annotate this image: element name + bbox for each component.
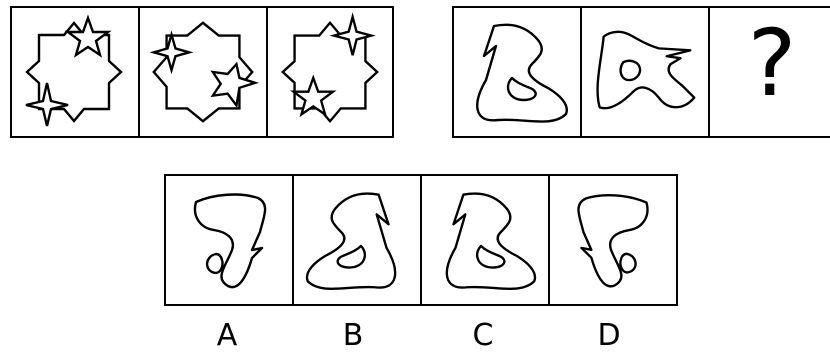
option-a-label: A (207, 318, 247, 354)
option-b-figure (294, 176, 420, 304)
option-a-figure (166, 176, 292, 304)
sequence-right-cell-1 (454, 8, 580, 136)
wavy-closed-shape (195, 195, 265, 288)
sequence-left-cell-1 (12, 8, 138, 136)
wavy-closed-shape (598, 32, 695, 108)
five-point-star (213, 64, 255, 105)
wavy-closed-shape (578, 195, 647, 286)
sequence-left-panel (10, 6, 394, 138)
sequence-left-cell-2 (138, 8, 266, 136)
question-mark: ? (710, 18, 830, 110)
wavy-closed-shape (477, 25, 567, 122)
option-d-label: D (589, 318, 629, 354)
sequence-right-cell-2 (580, 8, 708, 136)
option-b-label: B (333, 318, 373, 354)
option-a-cell[interactable] (166, 176, 292, 304)
option-b-cell[interactable] (292, 176, 420, 304)
option-d-figure (550, 176, 676, 304)
option-d-cell[interactable] (548, 176, 676, 304)
option-c-cell[interactable] (420, 176, 548, 304)
wavy-shape-figure (582, 8, 708, 136)
octagram-two-stars-figure (268, 8, 392, 136)
option-c-label: C (463, 318, 503, 354)
wavy-shape-figure (454, 8, 580, 136)
octagram-two-stars-figure (140, 8, 266, 136)
wavy-closed-shape (447, 194, 535, 289)
sequence-right-cell-3: ? (708, 8, 830, 136)
octagram-two-stars-figure (12, 8, 138, 136)
sequence-left-cell-3 (266, 8, 392, 136)
sequence-right-panel: ? (452, 6, 830, 138)
option-c-figure (422, 176, 548, 304)
options-panel (164, 174, 678, 306)
four-point-star (26, 83, 68, 126)
wavy-closed-shape (307, 194, 395, 289)
